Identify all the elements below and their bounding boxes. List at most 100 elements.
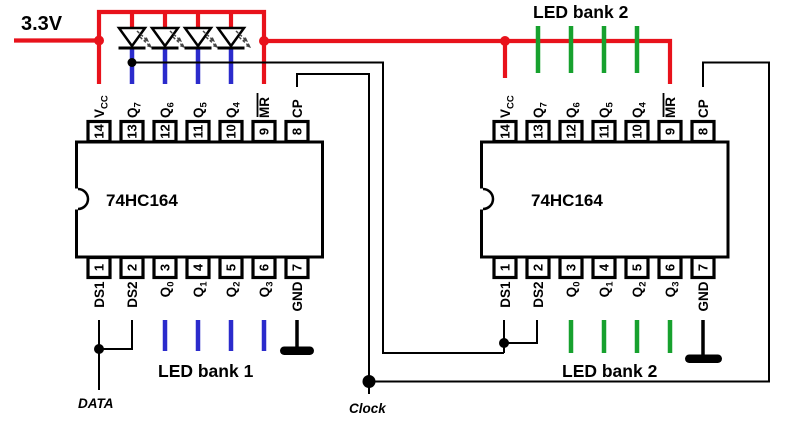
pin-box bbox=[185, 119, 211, 144]
pin-box bbox=[152, 119, 178, 144]
pin-number: 4 bbox=[191, 263, 206, 271]
pin-label-gnd: GND bbox=[696, 281, 711, 311]
pin-label-q7: Q7 bbox=[531, 102, 550, 118]
pin-box bbox=[591, 255, 617, 280]
pin-number: 6 bbox=[257, 264, 272, 271]
pin-box bbox=[218, 119, 244, 144]
led-symbol bbox=[116, 26, 152, 50]
pin-box bbox=[657, 255, 683, 280]
pin-label-q6: Q6 bbox=[158, 102, 177, 118]
chip-notch-mask bbox=[74, 188, 80, 210]
pin-label-q5: Q5 bbox=[191, 101, 210, 118]
pin-box bbox=[624, 119, 650, 144]
wire-ds2-chip1 bbox=[99, 320, 133, 350]
pin-box bbox=[492, 255, 518, 280]
pin-box bbox=[185, 255, 211, 280]
pin-number: 3 bbox=[564, 264, 579, 271]
pin-number: 10 bbox=[630, 124, 645, 138]
pin-number: 7 bbox=[290, 264, 305, 271]
pin-label-vcc: VCC bbox=[92, 95, 111, 118]
pin-box bbox=[558, 119, 584, 144]
pin-box bbox=[86, 119, 112, 144]
pin-box bbox=[86, 255, 112, 280]
power-net-3v3 bbox=[14, 9, 673, 84]
led-arrowhead-icon bbox=[212, 43, 218, 48]
pin-box bbox=[624, 255, 650, 280]
pin-label-gnd: GND bbox=[290, 281, 305, 311]
pin-box bbox=[558, 255, 584, 280]
pin-box bbox=[251, 255, 277, 280]
pin-label-ds1: DS1 bbox=[92, 281, 107, 308]
pin-number: 12 bbox=[158, 124, 173, 138]
pin-number: 13 bbox=[125, 124, 140, 138]
junction-dot bbox=[259, 36, 269, 46]
supply-voltage-label: 3.3V bbox=[21, 13, 63, 35]
led-arrowhead-icon bbox=[242, 37, 248, 42]
chip-74hc164-1: 74HC164 14 13 12 11 10 9 8 VCC Q7 Q6 Q5 … bbox=[74, 93, 324, 312]
pin-number: 6 bbox=[663, 264, 678, 271]
led-arrowhead-icon bbox=[176, 37, 182, 42]
pin-box bbox=[657, 119, 683, 144]
pin-number: 7 bbox=[696, 264, 711, 271]
pin-box bbox=[525, 119, 551, 144]
led-arrowhead-icon bbox=[179, 43, 185, 48]
pin-label-ds2: DS2 bbox=[531, 282, 546, 308]
pin-label-cp: CP bbox=[696, 99, 711, 118]
pin-number: 1 bbox=[92, 264, 107, 271]
pin-number: 3 bbox=[158, 264, 173, 271]
junction-dot bbox=[94, 35, 104, 46]
pin-label-q1: Q1 bbox=[597, 281, 616, 298]
led-array bbox=[116, 26, 251, 50]
chip-body bbox=[75, 140, 324, 259]
pin-label-cp: CP bbox=[290, 99, 305, 118]
chip-notch bbox=[77, 187, 90, 211]
chip-notch bbox=[482, 187, 495, 211]
pin-number: 4 bbox=[597, 263, 612, 271]
pin-number: 1 bbox=[498, 264, 513, 271]
pin-box bbox=[690, 119, 716, 144]
wire-ds2-chip2 bbox=[504, 320, 538, 344]
pin-box bbox=[152, 255, 178, 280]
wire-vcc-rail-right bbox=[264, 38, 673, 84]
pin-label-q7: Q7 bbox=[125, 102, 144, 118]
pin-number: 9 bbox=[663, 128, 678, 135]
pin-number: 13 bbox=[531, 124, 546, 138]
pin-number: 10 bbox=[224, 124, 239, 138]
pin-label-q3: Q3 bbox=[663, 282, 682, 298]
led-symbol bbox=[149, 26, 185, 50]
pin-label-q1: Q1 bbox=[191, 281, 210, 298]
junction-dot bbox=[499, 338, 509, 348]
pin-box bbox=[251, 119, 277, 144]
wire-clock-loop bbox=[296, 61, 770, 383]
led-bank2-top-label: LED bank 2 bbox=[533, 2, 629, 22]
pin-number: 2 bbox=[125, 264, 140, 271]
pin-number: 5 bbox=[224, 264, 239, 271]
led-symbol bbox=[182, 26, 218, 50]
pin-label-q3: Q3 bbox=[257, 282, 276, 298]
chip-74hc164-2: 74HC164 14 13 12 11 10 9 8 VCC Q7 Q6 Q5 … bbox=[479, 93, 730, 312]
pin-box bbox=[591, 119, 617, 144]
pin-number: 5 bbox=[630, 264, 645, 271]
pin-label-mr: MR bbox=[257, 97, 272, 118]
pin-label-vcc: VCC bbox=[498, 95, 517, 118]
pin-label-ds2: DS2 bbox=[125, 282, 140, 308]
pin-number: 14 bbox=[92, 124, 107, 139]
pin-label-mr: MR bbox=[663, 97, 678, 118]
pin-box bbox=[284, 119, 310, 144]
led-arrowhead-icon bbox=[143, 37, 149, 42]
pin-number: 11 bbox=[191, 125, 206, 139]
pin-number: 8 bbox=[696, 128, 711, 135]
pin-label-q4: Q4 bbox=[224, 101, 243, 118]
clock-signal-label: Clock bbox=[349, 401, 387, 416]
pin-number: 9 bbox=[257, 128, 272, 135]
pin-label-ds1: DS1 bbox=[498, 281, 513, 308]
led-bank1-label: LED bank 1 bbox=[158, 361, 254, 381]
wire-cascade-q7-to-ds bbox=[132, 61, 504, 354]
pin-box bbox=[525, 255, 551, 280]
pin-label-q4: Q4 bbox=[630, 101, 649, 118]
pin-label-q2: Q2 bbox=[224, 282, 243, 298]
junction-dot bbox=[500, 36, 510, 46]
led-arrowhead-icon bbox=[245, 43, 251, 48]
